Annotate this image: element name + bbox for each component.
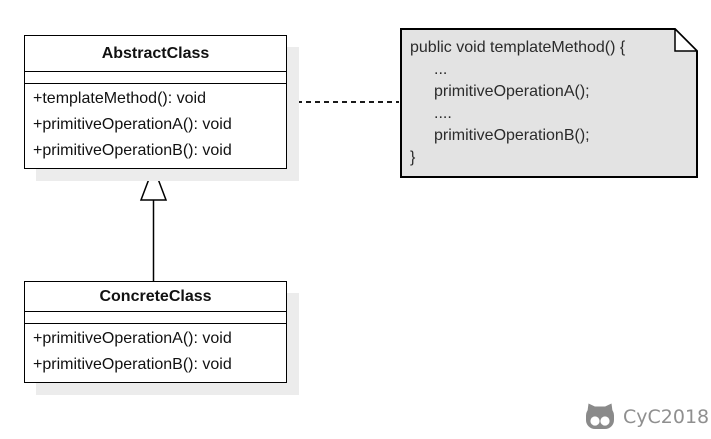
cat-head bbox=[586, 406, 614, 429]
note-line: } bbox=[410, 149, 416, 166]
class-attributes-empty bbox=[25, 312, 286, 324]
note-code-text: public void templateMethod() { ... primi… bbox=[410, 37, 625, 169]
note-line: primitiveOperationB(); bbox=[434, 127, 590, 144]
note-shape bbox=[400, 28, 698, 178]
note-line: ... bbox=[434, 61, 448, 78]
inheritance-triangle-icon bbox=[139, 164, 168, 201]
method-template-method: +templateMethod(): void bbox=[33, 90, 206, 107]
method-primitive-operation-a: +primitiveOperationA(): void bbox=[33, 330, 232, 347]
class-methods-abstractclass: +templateMethod(): void +primitiveOperat… bbox=[25, 84, 286, 168]
note-line: primitiveOperationA(); bbox=[434, 83, 590, 100]
uml-note: public void templateMethod() { ... primi… bbox=[400, 28, 698, 178]
class-title-abstractclass: AbstractClass bbox=[25, 36, 286, 72]
cat-eye-right bbox=[600, 416, 610, 426]
class-methods-concreteclass: +primitiveOperationA(): void +primitiveO… bbox=[25, 324, 286, 382]
method-primitive-operation-b: +primitiveOperationB(): void bbox=[33, 356, 232, 373]
method-primitive-operation-a: +primitiveOperationA(): void bbox=[33, 116, 232, 133]
note-line: .... bbox=[434, 105, 452, 122]
method-primitive-operation-b: +primitiveOperationB(): void bbox=[33, 142, 232, 159]
class-box-concreteclass: ConcreteClass +primitiveOperationA(): vo… bbox=[24, 281, 287, 383]
note-line: public void templateMethod() { bbox=[410, 39, 626, 56]
watermark-label: CyC2018 bbox=[623, 406, 710, 428]
watermark: CyC2018 bbox=[583, 401, 709, 433]
cat-logo-icon bbox=[586, 403, 614, 429]
note-body bbox=[400, 28, 698, 178]
class-title-concreteclass: ConcreteClass bbox=[25, 282, 286, 312]
note-fold-corner-icon bbox=[674, 28, 698, 52]
class-attributes-empty bbox=[25, 72, 286, 84]
class-box-abstractclass: AbstractClass +templateMethod(): void +p… bbox=[24, 35, 287, 169]
cat-eye-left bbox=[590, 416, 600, 426]
